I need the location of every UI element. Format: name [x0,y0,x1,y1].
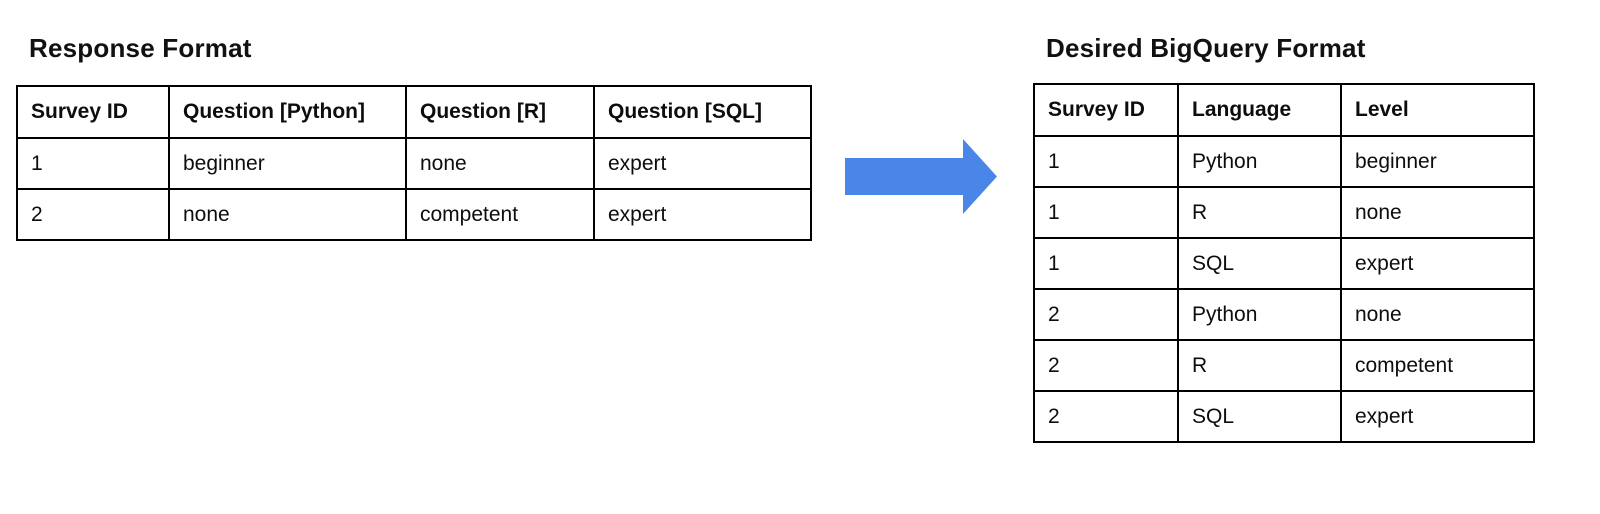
table-cell: none [405,137,595,190]
table-cell: 2 [1033,339,1179,392]
table-cell: SQL [1177,237,1342,290]
table-cell: 2 [1033,288,1179,341]
header-cell: Question [Python] [168,85,407,139]
table-cell: beginner [1340,135,1535,188]
response-format-title: Response Format [29,33,252,63]
table-cell: 1 [1033,237,1179,290]
table-cell: R [1177,339,1342,392]
table-cell: competent [1340,339,1535,392]
table-cell: 1 [1033,186,1179,239]
table-cell: expert [1340,390,1535,443]
header-cell: Question [R] [405,85,595,139]
transform-arrow [845,139,997,214]
header-cell: Survey ID [1033,83,1179,137]
header-cell: Level [1340,83,1535,137]
table-cell: Python [1177,288,1342,341]
table-cell: 2 [1033,390,1179,443]
table-cell: 1 [16,137,170,190]
header-cell: Question [SQL] [593,85,812,139]
header-cell: Survey ID [16,85,170,139]
header-cell: Language [1177,83,1342,137]
right-arrow-shape [845,139,997,214]
table-cell: expert [1340,237,1535,290]
table-cell: expert [593,188,812,241]
table-cell: expert [593,137,812,190]
table-cell: none [168,188,407,241]
table-cell: Python [1177,135,1342,188]
table-cell: 2 [16,188,170,241]
table-cell: R [1177,186,1342,239]
right-arrow-icon [845,139,997,214]
table-cell: competent [405,188,595,241]
table-cell: none [1340,288,1535,341]
bigquery-format-title: Desired BigQuery Format [1046,33,1366,63]
table-cell: beginner [168,137,407,190]
table-cell: SQL [1177,390,1342,443]
table-cell: none [1340,186,1535,239]
table-cell: 1 [1033,135,1179,188]
